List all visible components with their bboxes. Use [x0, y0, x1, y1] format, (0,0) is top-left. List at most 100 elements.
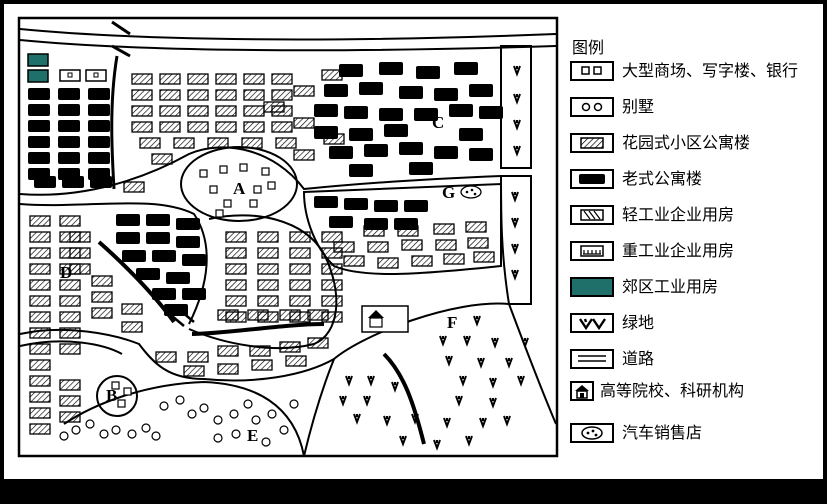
villa-building: [239, 163, 248, 172]
old-apartment-building: [34, 176, 56, 188]
old-apartment-building: [344, 198, 368, 210]
garden-apartment-building: [307, 337, 329, 349]
villa-building: [111, 381, 120, 390]
garden-apartment-building: [289, 295, 311, 307]
map-card: A B C D E F G 图例 大型商场、写字楼、银行 别墅 花园式小区公寓楼…: [4, 4, 823, 479]
garden-apartment-building: [59, 327, 81, 339]
garden-apartment-building: [377, 257, 399, 269]
old-apartment-building: [349, 164, 373, 177]
garden-apartment-building: [69, 231, 91, 243]
green-space-mark: [345, 375, 353, 387]
old-apartment-building: [28, 136, 50, 148]
old-apartment-building: [58, 120, 80, 132]
garden-apartment-building: [289, 247, 311, 259]
garden-apartment-building: [187, 121, 209, 133]
garden-apartment-building: [307, 309, 329, 321]
villa-building: [231, 429, 241, 439]
green-space-marks: [339, 65, 529, 451]
garden-apartment-building: [173, 137, 195, 149]
garden-apartment-building: [215, 89, 237, 101]
garden-apartment-building: [121, 321, 143, 333]
road-f-east: [508, 303, 557, 425]
garden-apartment-building: [363, 225, 385, 237]
old-apartment-building: [479, 106, 503, 119]
area-label-g: G: [442, 183, 455, 202]
commercial-building-window: [93, 72, 99, 78]
old-apartment-building: [409, 162, 433, 175]
garden-apartment-building: [215, 105, 237, 117]
old-apartment-building: [88, 88, 110, 100]
villa-building: [213, 433, 223, 443]
garden-apartment-building: [29, 327, 51, 339]
green-space-mark: [445, 355, 453, 367]
old-apartment-building: [182, 254, 206, 266]
old-apartment-building: [116, 214, 140, 226]
old-apartment-building: [399, 142, 423, 155]
road-f-west: [303, 358, 335, 457]
old-apartment-building: [88, 152, 110, 164]
legend-item-suburban-industry: 郊区工业用房: [570, 276, 825, 298]
garden-apartment-building: [251, 359, 273, 371]
garden-apartment-building: [225, 295, 247, 307]
car-dealer-building: [460, 185, 482, 199]
garden-apartment-building: [321, 247, 343, 259]
garden-apartment-building: [29, 343, 51, 355]
legend-item-green: 绿地: [570, 312, 825, 334]
villa-building: [215, 209, 224, 218]
road-mid: [188, 214, 338, 349]
garden-apartment-buildings: [29, 69, 495, 435]
green-space-mark: [513, 65, 521, 77]
garden-apartment-building: [131, 89, 153, 101]
garden-apartment-building: [91, 291, 113, 303]
old-apartment-building: [404, 200, 428, 212]
legend-label: 绿地: [622, 313, 655, 332]
garden-apartment-building: [285, 355, 307, 367]
garden-apartment-building: [215, 121, 237, 133]
suburban-industry-building: [27, 69, 49, 83]
garden-apartment-building: [59, 343, 81, 355]
legend-label: 轻工业企业用房: [622, 205, 735, 224]
old-apartment-building: [90, 176, 112, 188]
university-body: [369, 317, 383, 328]
old-apartment-building: [434, 146, 458, 159]
legend-item-heavy-industry: 重工业企业用房: [570, 240, 825, 262]
old-apartment-building: [449, 104, 473, 117]
garden-apartment-building: [257, 295, 279, 307]
garden-apartment-building: [465, 221, 487, 233]
garden-apartment-building: [29, 231, 51, 243]
old-apartment-building: [28, 120, 50, 132]
old-apartment-building: [399, 86, 423, 99]
legend-label: 汽车销售店: [622, 423, 703, 442]
district-a-ring: [180, 146, 298, 222]
villa-building: [249, 199, 258, 208]
green-space-mark: [513, 145, 521, 157]
green-space-mark: [367, 375, 375, 387]
green-space-icon: [570, 313, 614, 333]
old-apartment-building: [314, 104, 338, 117]
garden-apartment-building: [247, 309, 269, 321]
garden-apartment-building: [159, 105, 181, 117]
old-apartment-building: [379, 108, 403, 121]
garden-apartment-building: [257, 231, 279, 243]
villa-building: [253, 185, 262, 194]
commercial-buildings: [59, 69, 107, 82]
garden-apartment-building: [241, 137, 263, 149]
road-left: [110, 55, 119, 190]
garden-apartment-building: [243, 105, 265, 117]
garden-apartment-building: [29, 279, 51, 291]
green-space-mark: [459, 375, 467, 387]
car-dealer-dot: [473, 192, 477, 196]
road-top-2: [19, 39, 557, 52]
old-apartment-building: [146, 214, 170, 226]
old-apartment-building: [166, 272, 190, 284]
garden-apartment-building: [29, 311, 51, 323]
city-land-use-map: A B C D E F G: [17, 16, 559, 458]
road-icon: [570, 349, 614, 369]
garden-apartment-building: [207, 137, 229, 149]
garden-apartment-building: [217, 309, 239, 321]
old-apartment-building: [182, 288, 206, 300]
green-space-mark: [353, 413, 361, 425]
villa-building: [117, 399, 126, 408]
villa-building: [71, 425, 81, 435]
garden-apartment-building: [243, 89, 265, 101]
